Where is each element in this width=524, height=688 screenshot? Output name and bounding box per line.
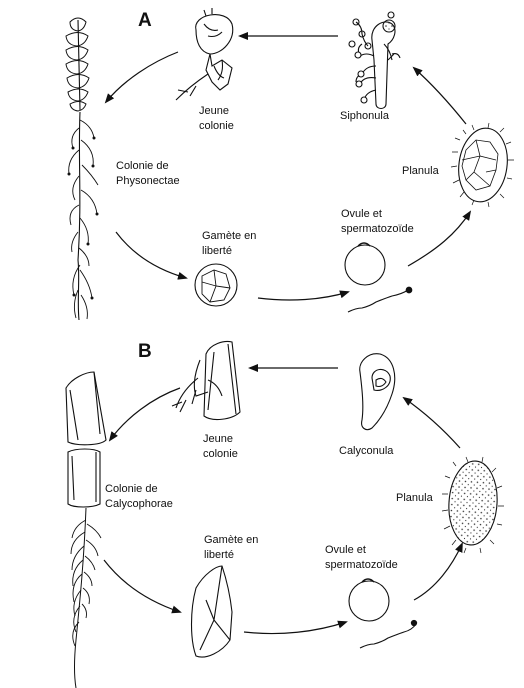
planula-b-drawing: [441, 456, 504, 554]
panel-a: [65, 8, 514, 321]
label-b-calyconula: Calyconula: [339, 445, 394, 457]
arrow-a-planula-to-siphonula: [412, 66, 467, 125]
arrow-a-jeune-to-colonie: [104, 51, 179, 104]
ovule-b-drawing: [348, 578, 418, 649]
label-a-ovule: Ovule et spermatozoïde: [341, 208, 414, 235]
siphonula-drawing: [348, 11, 401, 110]
arrow-a-colonie-to-gamete: [115, 231, 188, 280]
jeune-colonie-a-drawing: [175, 8, 234, 101]
arrow-b-ovule-to-planula: [413, 542, 463, 601]
arrow-b-colonie-to-gamete: [103, 559, 182, 614]
label-b-planula: Planula: [396, 492, 433, 504]
planula-a-drawing: [450, 122, 514, 208]
label-a-jeune-colonie: Jeune colonie: [199, 105, 234, 132]
calyconula-drawing: [359, 353, 396, 431]
gamete-b-drawing: [191, 565, 233, 658]
label-b-gamete: Gamète en liberté: [204, 534, 259, 561]
label-a-siphonula: Siphonula: [340, 110, 389, 122]
label-b-jeune-colonie: Jeune colonie: [203, 433, 238, 460]
jeune-colonie-b-drawing: [171, 340, 241, 421]
label-a-planula: Planula: [402, 165, 439, 177]
physonectae-colony-drawing: [65, 17, 99, 321]
panel-b: [65, 340, 504, 688]
label-a-colonie: Colonie de Physonectae: [116, 160, 180, 187]
arrow-b-planula-to-calyconula: [402, 396, 461, 449]
arrow-a-ovule-to-planula: [407, 210, 472, 267]
arrow-b-jeune-to-colonie: [108, 387, 181, 442]
panel-b-letter: B: [138, 341, 152, 362]
gamete-a-drawing: [194, 263, 238, 307]
arrow-a-gamete-to-ovule: [257, 290, 350, 301]
label-b-colonie: Colonie de Calycophorae: [105, 483, 173, 510]
label-b-ovule: Ovule et spermatozoïde: [325, 544, 398, 571]
label-a-gamete: Gamète en liberté: [202, 230, 257, 257]
arrow-b-gamete-to-ovule: [243, 620, 348, 635]
ovule-a-drawing: [344, 242, 413, 313]
calycophorae-colony-drawing: [65, 371, 107, 688]
panel-a-letter: A: [138, 10, 152, 31]
